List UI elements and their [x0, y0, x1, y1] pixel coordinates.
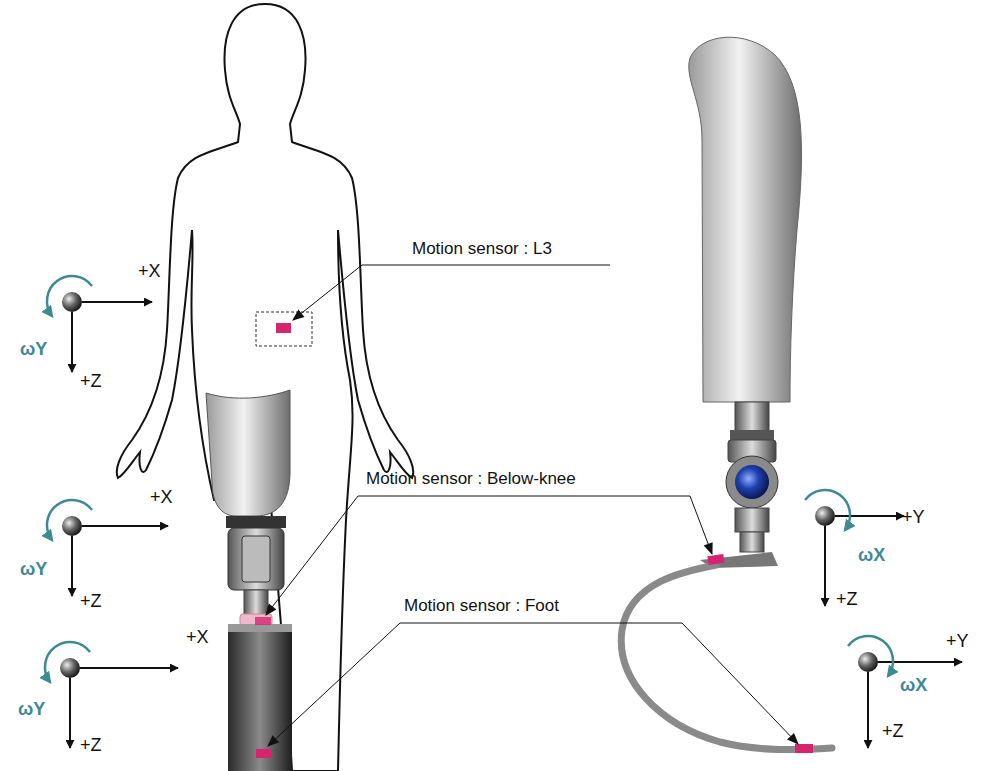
cylinder-top: [228, 624, 292, 632]
sensor-label: Motion sensor : L3: [412, 240, 552, 259]
dashed-box: [256, 312, 312, 346]
side-lower: [735, 508, 769, 532]
cosmetic-cylinder: [228, 627, 292, 771]
rotation-label: ωY: [20, 340, 47, 360]
rotation-label: ωY: [18, 700, 45, 720]
sensor-label: Motion sensor : Below-knee: [366, 470, 576, 489]
knee-top: [226, 516, 286, 528]
axis-arrow: [835, 515, 904, 517]
axis-label: +Y: [946, 632, 969, 652]
axis-label: +Z: [882, 722, 904, 742]
sensor: [707, 554, 724, 565]
rotation-arrow: [805, 490, 850, 530]
knee-axis-housing: [726, 456, 778, 508]
axis-label: +X: [186, 628, 209, 648]
origin-ball: [60, 658, 80, 678]
knee-axis: [735, 465, 769, 499]
axis-arrow: [71, 312, 73, 372]
socket: [206, 390, 290, 516]
side-socket: [689, 37, 802, 402]
side-adapter: [735, 402, 769, 432]
axis-label: +Z: [80, 592, 102, 612]
axis-label: +Z: [836, 590, 858, 610]
axis-label: +X: [138, 262, 161, 282]
origin-ball: [858, 652, 878, 672]
knee-joint: [228, 528, 284, 590]
origin-ball: [62, 516, 82, 536]
origin-ball: [815, 506, 835, 526]
rotation-arrow: [47, 500, 92, 540]
rotation-arrow: [848, 636, 893, 676]
origin-ball: [62, 292, 82, 312]
sensor: [795, 744, 813, 753]
side-pylon: [740, 532, 764, 552]
axis-arrow: [69, 678, 71, 748]
axis-label: +Y: [902, 508, 925, 528]
sensor: [276, 323, 291, 333]
side-ring: [730, 430, 774, 440]
rotation-arrow: [45, 642, 90, 682]
knee-slot: [242, 536, 270, 582]
leader-lines: [266, 265, 798, 746]
axis-triads: [45, 276, 962, 748]
axis-label: +Z: [80, 736, 102, 756]
axis-arrow: [80, 667, 178, 669]
sensor: [256, 749, 272, 758]
rotation-arrow: [47, 276, 92, 316]
sensor: [255, 617, 271, 625]
axis-arrow: [82, 301, 152, 303]
axis-label: +Z: [80, 372, 102, 392]
axis-label: +X: [150, 488, 173, 508]
rotation-label: ωX: [900, 676, 927, 696]
axis-arrow: [824, 526, 826, 606]
axis-arrow: [82, 525, 168, 527]
axis-arrow: [71, 536, 73, 596]
blade-foot: [621, 565, 832, 750]
sensor-label: Motion sensor : Foot: [404, 597, 559, 616]
axis-arrow: [867, 672, 869, 748]
rotation-label: ωY: [20, 560, 47, 580]
axis-arrow: [878, 661, 962, 663]
rotation-label: ωX: [858, 546, 885, 566]
